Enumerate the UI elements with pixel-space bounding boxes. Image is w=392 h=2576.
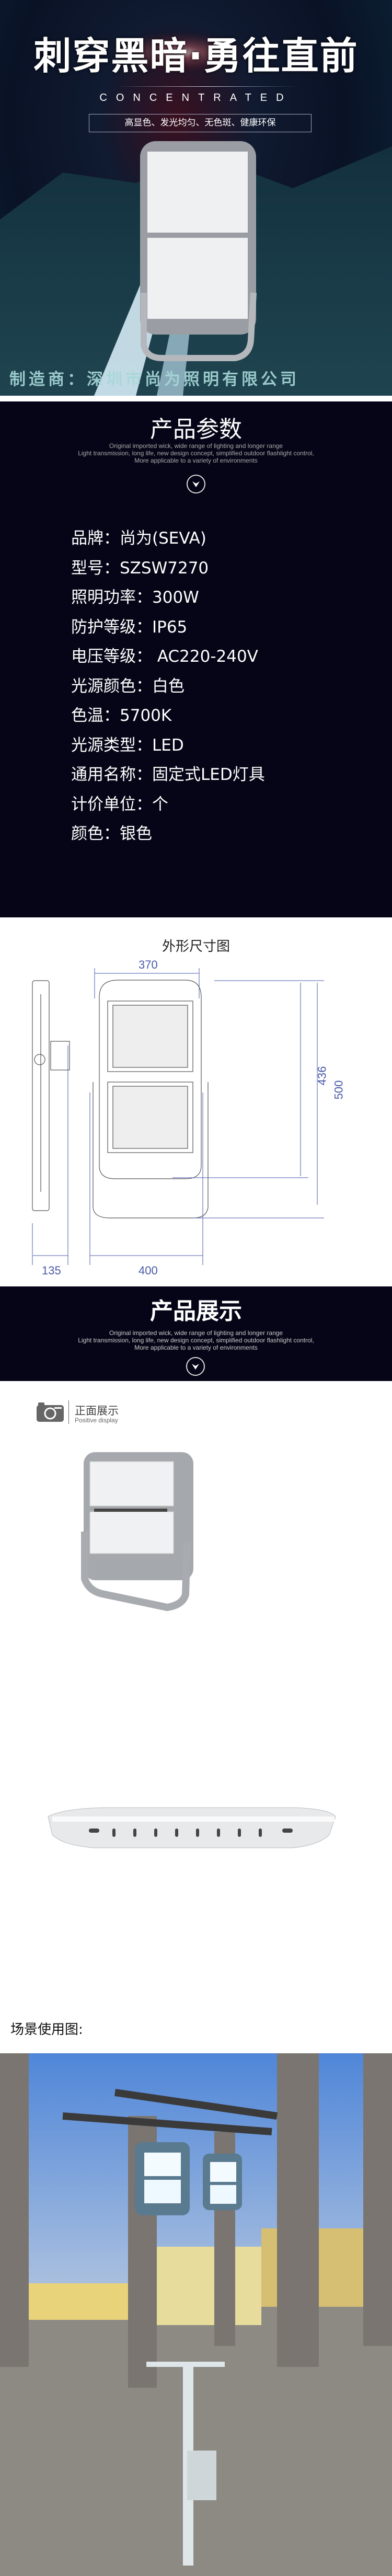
hero-title: 刺穿黑暗·勇往直前 xyxy=(33,34,359,78)
param-power: 照明功率：300W xyxy=(71,588,199,607)
display-title: 产品展示 xyxy=(150,1298,242,1325)
dim-height-total: 500 xyxy=(332,1080,345,1100)
params-list: 品牌：尚为(SEVA) 型号：SZSW7270 照明功率：300W 防护等级：I… xyxy=(71,528,265,853)
param-generic-name: 通用名称：固定式LED灯具 xyxy=(71,765,265,784)
param-color: 颜色：银色 xyxy=(71,824,152,843)
scene-photo xyxy=(0,2053,392,2576)
params-title: 产品参数 xyxy=(150,416,242,443)
param-light-type: 光源类型：LED xyxy=(71,735,184,755)
description-line: More applicable to a variety of environm… xyxy=(134,1344,258,1351)
hero-subtitle: CONCENTRATED xyxy=(99,92,293,104)
divider xyxy=(115,86,298,87)
description-line: Light transmission, long life, new desig… xyxy=(78,450,314,457)
param-ip-rating: 防护等级：IP65 xyxy=(71,617,188,637)
param-voltage: 电压等级： AC220-240V xyxy=(71,647,258,666)
dimension-drawing xyxy=(32,968,324,1265)
description-line: Original imported wick, wide range of li… xyxy=(109,1329,283,1337)
hero-background-image xyxy=(0,31,392,396)
manufacturer-text: 制造商：深圳市尚为照明有限公司 xyxy=(9,370,299,389)
params-description: Original imported wick, wide range of li… xyxy=(0,442,392,464)
product-side-image xyxy=(48,1807,336,1848)
description-line: More applicable to a variety of environm… xyxy=(134,457,258,464)
param-unit: 计价单位：个 xyxy=(71,795,168,814)
dimensions-title: 外形尺寸图 xyxy=(162,939,230,954)
scene-label: 场景使用图: xyxy=(10,2022,83,2038)
lamp-product-image xyxy=(140,141,257,361)
param-brand: 品牌：尚为(SEVA) xyxy=(71,529,206,548)
description-line: Original imported wick, wide range of li… xyxy=(109,442,283,450)
dim-height-body: 436 xyxy=(315,1066,329,1086)
front-display-label-en: Positive display xyxy=(75,1417,118,1424)
front-display-label: 正面展示 xyxy=(75,1405,119,1417)
scene-lamps xyxy=(135,2142,242,2215)
divider xyxy=(68,1400,69,1424)
camera-icon xyxy=(37,1402,64,1422)
dim-width-bottom: 400 xyxy=(139,1264,158,1277)
param-color-temp: 色温：5700K xyxy=(71,706,172,725)
chevron-down-icon xyxy=(186,1357,205,1376)
dim-width-top: 370 xyxy=(139,958,158,971)
product-front-image xyxy=(48,1452,336,1848)
description-line: Light transmission, long life, new desig… xyxy=(78,1337,314,1344)
display-description: Original imported wick, wide range of li… xyxy=(0,1329,392,1351)
param-model: 型号：SZSW7270 xyxy=(71,558,209,578)
dim-depth: 135 xyxy=(42,1264,61,1277)
chevron-down-icon xyxy=(187,475,205,493)
param-light-color: 光源颜色：白色 xyxy=(71,676,185,696)
hero-banner: 刺穿黑暗·勇往直前 CONCENTRATED 高显色、发光均匀、无色斑、健康环保… xyxy=(0,0,392,396)
hero-tagline: 高显色、发光均匀、无色斑、健康环保 xyxy=(89,114,312,132)
